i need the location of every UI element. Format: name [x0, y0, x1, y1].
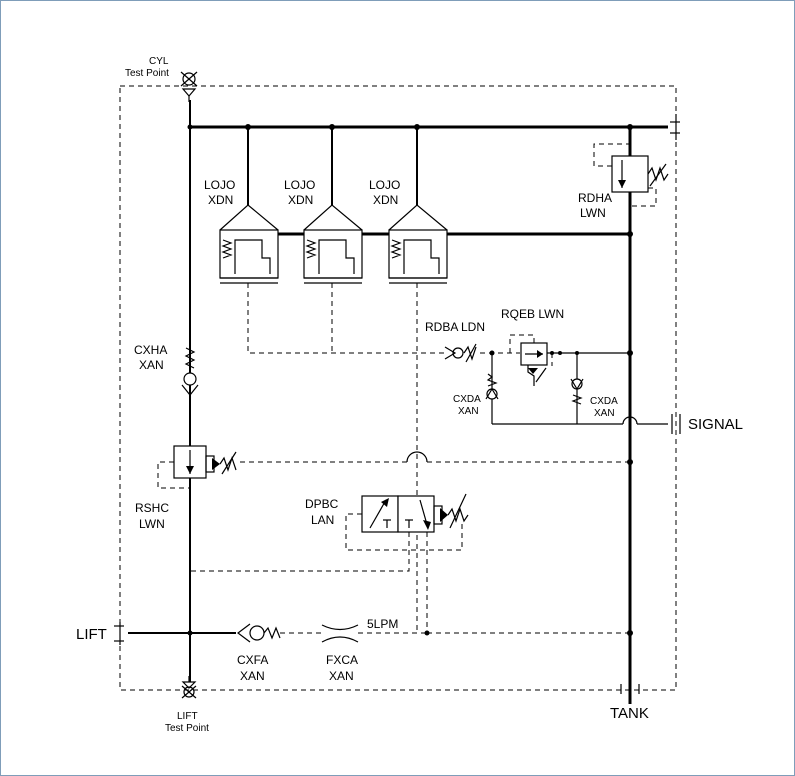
lojo-3-label: LOJO: [369, 178, 400, 192]
cxha-check-valve: [181, 347, 199, 396]
lojo-2-label: LOJO: [284, 178, 315, 192]
cxda-left-sublabel: XAN: [458, 406, 479, 417]
dpbc-sublabel: LAN: [311, 513, 334, 527]
cxda-right-label: CXDA: [590, 396, 618, 407]
cxfa-label: CXFA: [237, 653, 268, 667]
signal-port-label: SIGNAL: [688, 416, 743, 433]
cxda-right-check-valve: [570, 353, 584, 424]
flow-rate-label: 5LPM: [367, 617, 398, 631]
lojo-1-label: LOJO: [204, 178, 235, 192]
junction: [627, 124, 633, 130]
lojo-3-sublabel: XDN: [373, 193, 398, 207]
cxfa-sublabel: XAN: [240, 669, 265, 683]
lojo-valve-3: [388, 204, 448, 284]
rdha-label: RDHA: [578, 191, 612, 205]
rshc-label: RSHC: [135, 501, 169, 515]
cxda-left-label: CXDA: [453, 394, 481, 405]
fxca-sublabel: XAN: [329, 669, 354, 683]
junction: [187, 630, 193, 636]
lojo-pilot-line: [247, 283, 445, 354]
tank-port-label: TANK: [610, 705, 649, 722]
rshc-sublabel: LWN: [139, 517, 165, 531]
junction: [627, 630, 633, 636]
junction: [558, 351, 562, 355]
cxha-label: CXHA: [134, 343, 167, 357]
cxfa-check-valve: [237, 623, 281, 643]
pilot-crossover: [406, 451, 428, 463]
lift-test-point-label: LIFT: [177, 711, 198, 722]
rqeb-valve: [509, 334, 548, 386]
cyl-test-point-label: CYL: [149, 56, 169, 67]
cxda-right-sublabel: XAN: [594, 408, 615, 419]
junction: [627, 231, 633, 237]
fxca-label: FXCA: [326, 653, 358, 667]
cxda-left-check-valve: [485, 353, 499, 424]
rdha-relief-valve: [593, 143, 669, 207]
signal-crossover: [622, 416, 638, 425]
lojo-valve-2: [303, 204, 363, 284]
lift-test-point-icon: [181, 676, 197, 699]
cyl-test-point-sublabel: Test Point: [125, 68, 169, 79]
cyl-test-point-icon: [180, 71, 198, 102]
lojo-valve-1: [219, 204, 279, 284]
lift-test-point-sublabel: Test Point: [165, 723, 209, 734]
dpbc-directional-valve: [345, 493, 469, 551]
dpbc-pilot-line: [190, 532, 410, 572]
fxca-orifice: [321, 624, 359, 643]
rshc-valve: [157, 445, 237, 489]
junction: [627, 350, 633, 356]
junction: [187, 124, 193, 130]
lojo-2-sublabel: XDN: [288, 193, 313, 207]
lift-port-label: LIFT: [76, 626, 107, 643]
lojo-1-sublabel: XDN: [208, 193, 233, 207]
manifold-boundary: [119, 85, 677, 691]
junction: [627, 459, 633, 465]
rdba-label: RDBA LDN: [425, 320, 485, 334]
rdba-check-valve: [444, 343, 477, 363]
dpbc-label: DPBC: [305, 497, 339, 511]
cxha-sublabel: XAN: [139, 358, 164, 372]
rdha-sublabel: LWN: [580, 206, 606, 220]
junction: [424, 630, 430, 636]
rqeb-label: RQEB LWN: [501, 307, 564, 321]
